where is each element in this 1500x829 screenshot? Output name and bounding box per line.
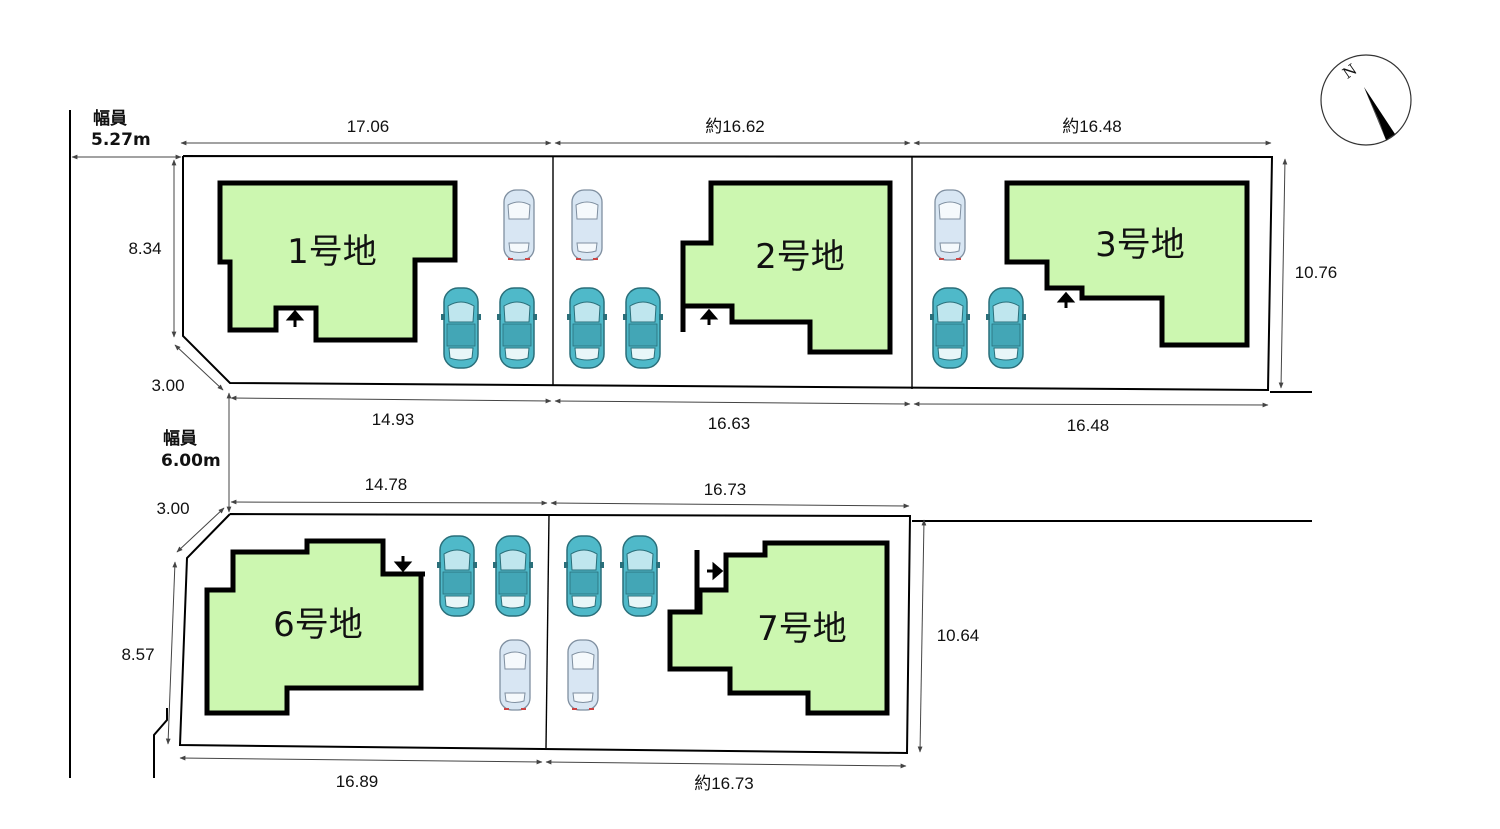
dimension-label: 16.89 xyxy=(336,772,379,791)
dimension-label: 10.76 xyxy=(1295,263,1338,282)
entrance-arrow-icon xyxy=(285,309,305,327)
top-block xyxy=(182,155,1274,392)
car-icon xyxy=(440,287,482,369)
dimension-label: 3.00 xyxy=(151,376,184,395)
car-icon xyxy=(985,287,1027,369)
entrance-arrow-icon xyxy=(1056,291,1076,308)
car-icon xyxy=(566,287,608,369)
car-icon xyxy=(503,189,535,261)
house-lot-3 xyxy=(1004,180,1250,348)
dimension-label: 16.73 xyxy=(704,480,747,499)
car-icon xyxy=(563,535,605,617)
house-lot-7 xyxy=(667,540,890,716)
lot-label: 2号地 xyxy=(755,237,845,277)
road-width-label: 幅員 xyxy=(93,108,127,129)
road-width-value: 5.27m xyxy=(91,130,151,150)
car-icon xyxy=(619,535,661,617)
car-icon xyxy=(571,189,603,261)
road-width-label: 幅員 xyxy=(163,428,197,449)
dimension-label: 約16.62 xyxy=(705,117,765,136)
house-lot-6 xyxy=(204,538,425,716)
car-icon xyxy=(929,287,971,369)
car-icon xyxy=(436,535,478,617)
car-icon xyxy=(492,535,534,617)
car-icon xyxy=(934,189,966,261)
car-icon xyxy=(499,639,531,711)
dimension-label: 14.78 xyxy=(365,475,408,494)
dimension-lines xyxy=(71,140,1288,769)
car-icon xyxy=(496,287,538,369)
lot-label: 3号地 xyxy=(1095,225,1185,265)
lot-label: 1号地 xyxy=(287,232,377,272)
car-icon xyxy=(567,639,599,711)
dimension-label: 約16.48 xyxy=(1062,117,1122,136)
dimension-label: 16.63 xyxy=(708,414,751,433)
entrance-arrow-icon xyxy=(699,308,719,325)
entrance-arrow-icon xyxy=(707,561,724,581)
dimension-label: 8.57 xyxy=(121,645,154,664)
dimension-label: 3.00 xyxy=(156,499,189,518)
car-icon xyxy=(622,287,664,369)
house-lot-1 xyxy=(217,180,458,343)
dimension-label: 約16.73 xyxy=(694,774,754,793)
house-lot-2 xyxy=(680,180,893,355)
dimension-label: 8.34 xyxy=(128,239,161,258)
dimension-label: 17.06 xyxy=(347,117,390,136)
dimension-label: 10.64 xyxy=(937,626,980,645)
dimension-label: 16.48 xyxy=(1067,416,1110,435)
lot-label: 6号地 xyxy=(273,605,363,645)
entrance-arrow-icon xyxy=(393,556,413,573)
lot-label: 7号地 xyxy=(757,609,847,649)
dimension-label: 14.93 xyxy=(372,410,415,429)
north-arrow-icon: N xyxy=(1320,54,1412,146)
road-width-value: 6.00m xyxy=(161,451,221,471)
